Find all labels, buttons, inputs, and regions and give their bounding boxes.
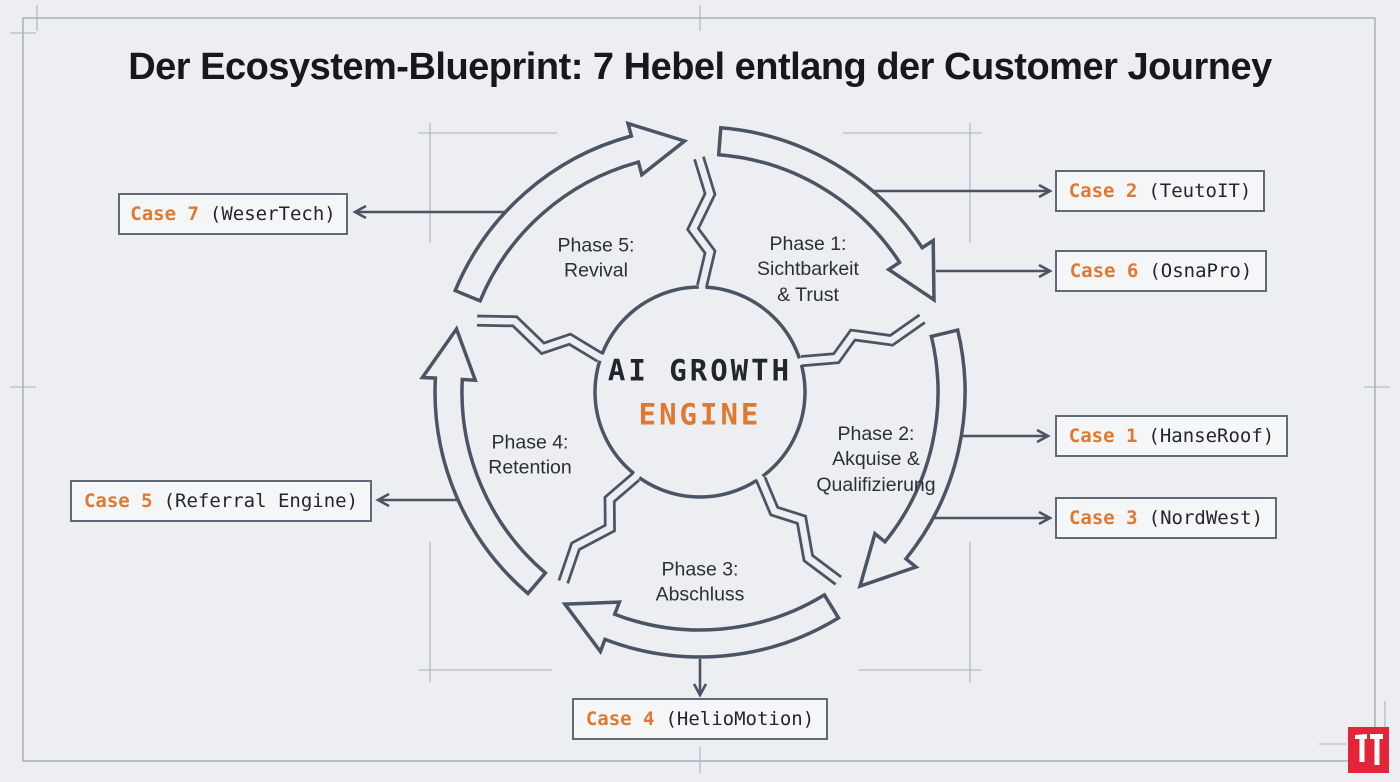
case-box-hanseroof: Case 1 (HanseRoof) bbox=[1055, 415, 1288, 457]
case-box-teutoit: Case 2 (TeutoIT) bbox=[1055, 170, 1265, 212]
phase-text: Abschluss bbox=[655, 584, 745, 606]
case-company: (NordWest) bbox=[1148, 507, 1264, 529]
engine-line-1: AI GROWTH bbox=[607, 353, 793, 388]
case-company: (HelioMotion) bbox=[665, 708, 815, 730]
phase-title: Phase 2: bbox=[837, 422, 915, 445]
case-number: Case 4 bbox=[585, 708, 655, 730]
case-company: (WeserTech) bbox=[209, 203, 336, 225]
phase-3-label: Phase 3: Abschluss bbox=[656, 558, 745, 609]
case-company: (HanseRoof) bbox=[1148, 425, 1275, 447]
case-number: Case 1 bbox=[1068, 425, 1138, 447]
phase-title: Phase 5: bbox=[557, 234, 635, 257]
case-box-osnapro: Case 6 (OsnaPro) bbox=[1055, 250, 1267, 292]
case-number: Case 6 bbox=[1069, 260, 1139, 282]
phase-text: Sichtbarkeit bbox=[757, 258, 859, 281]
phase-5-label: Phase 5: Revival bbox=[558, 234, 635, 285]
phase-title: Phase 3: bbox=[661, 558, 739, 581]
lightning-connector-icons bbox=[471, 152, 929, 588]
case-number: Case 2 bbox=[1068, 180, 1138, 202]
red-tt-monogram-logo-icon bbox=[1348, 727, 1389, 773]
phase-text: Retention bbox=[488, 457, 572, 479]
blueprint-guide-lines bbox=[10, 5, 1390, 773]
phase-text: Qualifizierung bbox=[816, 473, 936, 496]
phase-4-label: Phase 4: Retention bbox=[488, 431, 571, 482]
engine-core-label: AI GROWTH ENGINE bbox=[608, 350, 792, 437]
phase-title: Phase 4: bbox=[491, 431, 569, 454]
case-company: (Referral Engine) bbox=[163, 490, 359, 512]
phase-2-label: Phase 2: Akquise & Qualifizierung bbox=[816, 422, 935, 498]
phase-text: Revival bbox=[564, 260, 628, 282]
case-box-wesertech: Case 7 (WeserTech) bbox=[118, 193, 348, 235]
case-box-nordwest: Case 3 (NordWest) bbox=[1055, 497, 1277, 539]
case-company: (OsnaPro) bbox=[1149, 260, 1253, 282]
case-number: Case 3 bbox=[1068, 507, 1138, 529]
case-box-heliomotion: Case 4 (HelioMotion) bbox=[572, 698, 828, 740]
cycle-ring-arrows-icon bbox=[419, 120, 967, 659]
page-title: Der Ecosystem-Blueprint: 7 Hebel entlang… bbox=[128, 46, 1272, 88]
engine-line-2: ENGINE bbox=[638, 397, 762, 431]
case-company: (TeutoIT) bbox=[1148, 180, 1252, 202]
case-number: Case 7 bbox=[130, 203, 199, 225]
case-number: Case 5 bbox=[83, 490, 153, 512]
phase-text: Akquise & bbox=[832, 448, 920, 471]
phase-title: Phase 1: bbox=[769, 232, 847, 255]
phase-text: & Trust bbox=[777, 283, 839, 306]
case-box-referral-engine: Case 5 (Referral Engine) bbox=[70, 480, 372, 522]
case-connector-arrows bbox=[352, 183, 1053, 698]
phase-1-label: Phase 1: Sichtbarkeit & Trust bbox=[757, 232, 859, 308]
